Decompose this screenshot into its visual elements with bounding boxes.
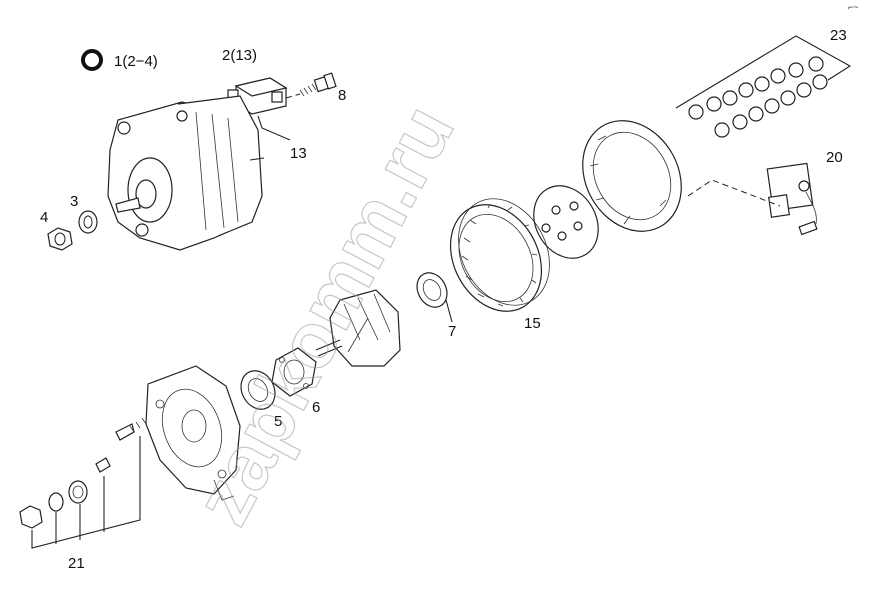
part-rotor	[315, 289, 401, 367]
part-drive-end-housing	[145, 365, 241, 501]
label-23: 23	[830, 27, 847, 44]
label-5: 5	[274, 413, 282, 430]
part-washer-3	[78, 210, 98, 234]
label-8: 8	[338, 87, 346, 104]
label-15: 15	[524, 315, 541, 332]
label-7: 7	[448, 323, 456, 340]
label-3: 3	[70, 193, 78, 210]
part-bearing-7	[416, 272, 448, 308]
label-20: 20	[826, 149, 843, 166]
o-ring-symbol	[81, 49, 103, 71]
corner-mark: ⌐~	[848, 2, 859, 12]
part-rear-housing	[582, 120, 682, 232]
leader-7	[445, 299, 453, 323]
leader-21	[31, 436, 141, 549]
part-regulator-20	[766, 162, 818, 236]
part-rectifier	[533, 185, 599, 259]
part-regulator	[227, 77, 288, 115]
part-screw-8	[285, 72, 337, 99]
label-2: 2(13)	[222, 47, 257, 64]
label-13: 13	[290, 145, 307, 162]
label-21: 21	[68, 555, 85, 572]
label-6: 6	[312, 399, 320, 416]
part-hardware-set-21	[19, 417, 147, 529]
label-4: 4	[40, 209, 48, 226]
label-1: 1(2−4)	[114, 53, 158, 70]
part-bearing-5	[240, 370, 276, 410]
part-nut-set-23	[688, 56, 828, 138]
part-nut-4	[47, 227, 73, 251]
leader-23	[675, 35, 852, 109]
leader-20	[687, 179, 781, 207]
part-alternator-housing	[107, 95, 265, 251]
leader-13	[257, 115, 291, 141]
part-stator-15	[449, 198, 550, 312]
